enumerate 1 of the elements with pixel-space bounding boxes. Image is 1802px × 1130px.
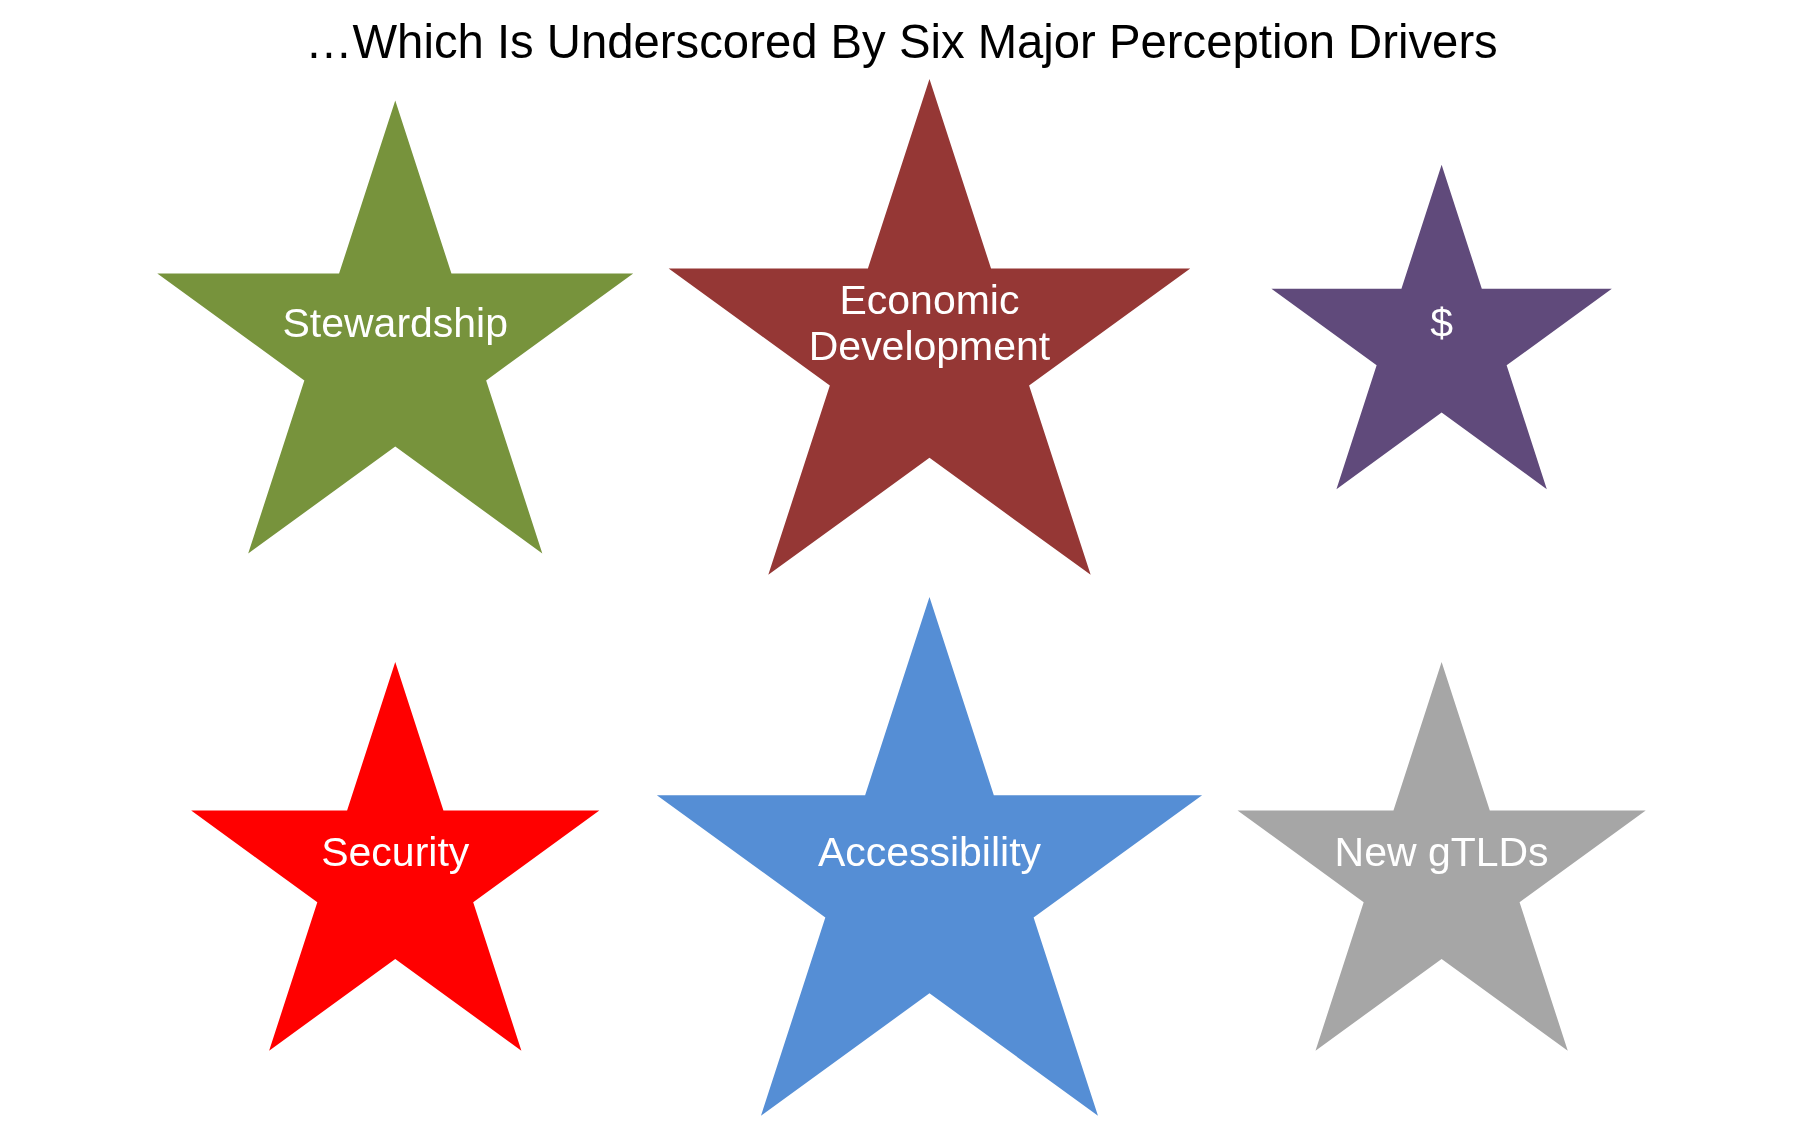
diagram-title: …Which Is Underscored By Six Major Perception Drivers xyxy=(304,15,1498,69)
